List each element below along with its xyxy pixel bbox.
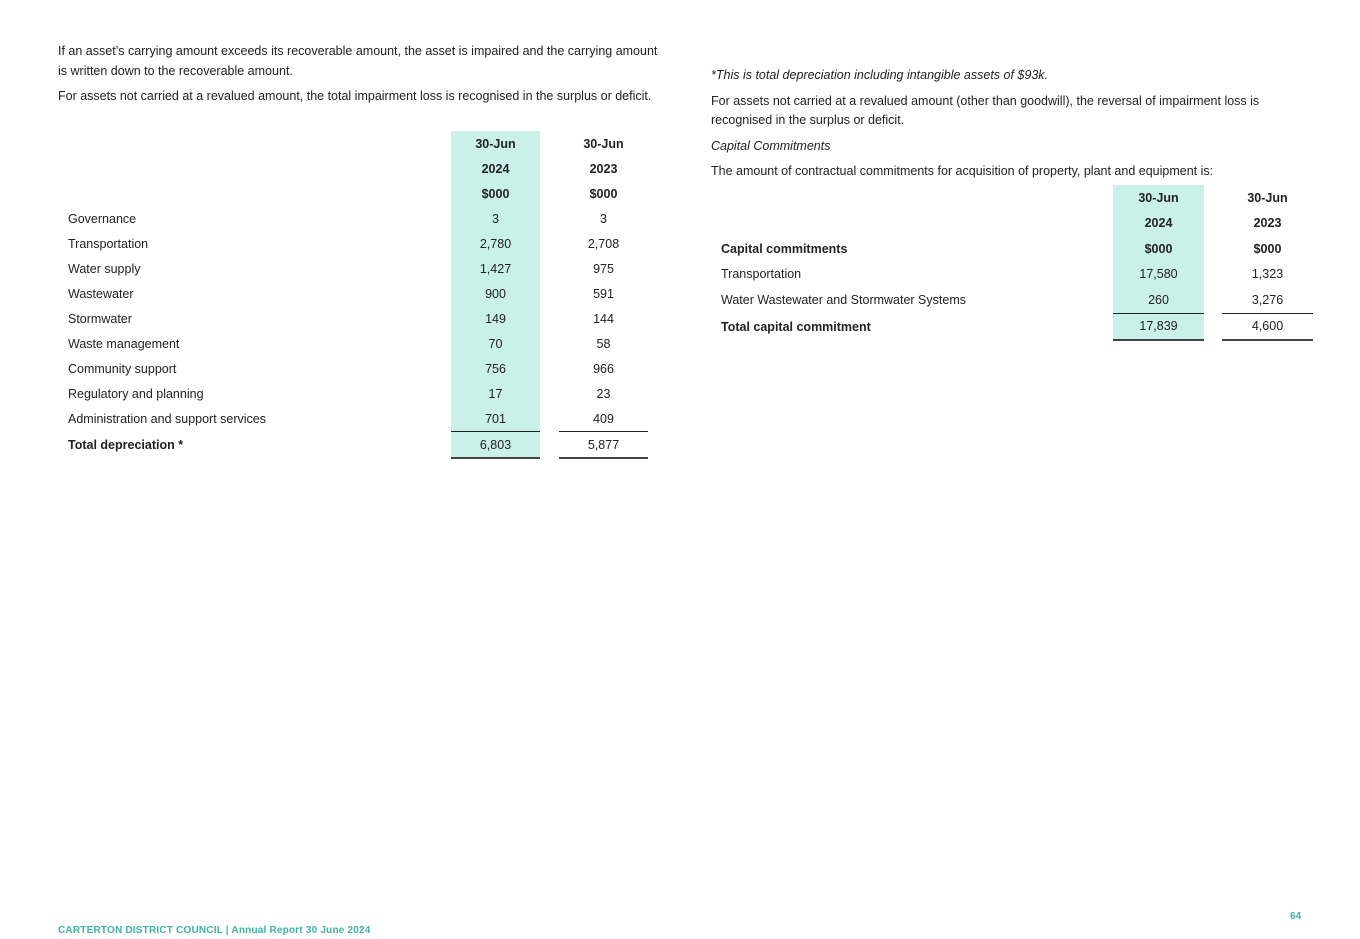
row-label: Governance xyxy=(68,211,137,226)
header-2024-date: 30-Jun xyxy=(1113,185,1204,211)
table-row: Water supply 1,427 975 xyxy=(58,256,648,281)
header-row: Capital commitments $000 $000 xyxy=(711,236,1313,262)
page-footer: CARTERTON DISTRICT COUNCIL | Annual Repo… xyxy=(58,925,371,936)
row-label: Waste management xyxy=(68,336,180,351)
capital-commitments-table: 30-Jun 30-Jun 2024 2023 Capital commitme… xyxy=(711,185,1313,341)
value-2024: 17 xyxy=(451,381,540,406)
header-row: $000 $000 xyxy=(58,181,648,206)
row-label: Stormwater xyxy=(68,311,132,326)
header-2024-year: 2024 xyxy=(451,156,540,181)
value-2023: 966 xyxy=(593,361,614,376)
impairment-paragraph: If an asset’s carrying amount exceeds it… xyxy=(58,44,658,78)
row-label: Community support xyxy=(68,361,177,376)
value-2023: 3,276 xyxy=(1251,292,1284,307)
value-2024: 900 xyxy=(451,281,540,306)
row-label: Wastewater xyxy=(68,286,134,301)
row-label: Water Wastewater and Stormwater Systems xyxy=(721,292,966,307)
commitments-intro: The amount of contractual commitments fo… xyxy=(711,164,1214,178)
table-heading: Capital commitments xyxy=(721,241,848,256)
header-row: 2024 2023 xyxy=(58,156,648,181)
header-2024-year: 2024 xyxy=(1113,210,1204,236)
value-2023: 144 xyxy=(593,311,614,326)
value-2023: 975 xyxy=(593,261,614,276)
value-2024: 17,580 xyxy=(1113,261,1204,287)
header-2024-date: 30-Jun xyxy=(451,131,540,156)
total-label: Total depreciation * xyxy=(68,438,184,452)
value-2024: 70 xyxy=(451,331,540,356)
depreciation-footnote: *This is total depreciation including in… xyxy=(711,68,1049,82)
header-2024-unit: $000 xyxy=(451,181,540,206)
table-row: Transportation 2,780 2,708 xyxy=(58,231,648,256)
value-2024: 3 xyxy=(451,206,540,231)
value-2023: 591 xyxy=(593,286,614,301)
row-label: Transportation xyxy=(721,267,802,282)
total-row: Total capital commitment 17,839 4,600 xyxy=(711,312,1313,341)
depreciation-table: 30-Jun 30-Jun 2024 2023 $000 $000 Govern… xyxy=(58,131,648,459)
value-2024: 149 xyxy=(451,306,540,331)
table-row: Wastewater 900 591 xyxy=(58,281,648,306)
section-title: Capital Commitments xyxy=(711,138,831,153)
value-2023: 1,323 xyxy=(1251,267,1284,282)
header-2024-unit: $000 xyxy=(1113,236,1204,262)
value-2023: 409 xyxy=(593,411,614,426)
value-2023: 2,708 xyxy=(587,236,620,251)
header-row: 30-Jun 30-Jun xyxy=(711,185,1313,211)
row-label: Transportation xyxy=(68,236,149,251)
row-label: Administration and support services xyxy=(68,411,267,426)
value-2023: 3 xyxy=(600,211,607,226)
right-column-text: *This is total depreciation including in… xyxy=(711,66,1321,188)
value-2024: 2,780 xyxy=(451,231,540,256)
header-2023-date: 30-Jun xyxy=(583,136,624,151)
impairment-loss-paragraph: For assets not carried at a revalued amo… xyxy=(58,89,652,103)
header-2023-unit: $000 xyxy=(1253,241,1282,256)
total-label: Total capital commitment xyxy=(721,319,871,334)
header-row: 2024 2023 xyxy=(711,210,1313,236)
left-column-text: If an asset’s carrying amount exceeds it… xyxy=(58,42,658,113)
value-2024: 1,427 xyxy=(451,256,540,281)
row-label: Regulatory and planning xyxy=(68,386,204,401)
row-label: Water supply xyxy=(68,261,141,276)
table-row: Water Wastewater and Stormwater Systems … xyxy=(711,287,1313,313)
table-row: Transportation 17,580 1,323 xyxy=(711,261,1313,287)
table-row: Stormwater 149 144 xyxy=(58,306,648,331)
page-number: 64 xyxy=(1290,911,1302,922)
table-row: Community support 756 966 xyxy=(58,356,648,381)
table-row: Waste management 70 58 xyxy=(58,331,648,356)
value-2024: 260 xyxy=(1113,287,1204,313)
reversal-paragraph: For assets not carried at a revalued amo… xyxy=(711,93,1260,128)
value-2024: 701 xyxy=(451,406,540,431)
table-row: Regulatory and planning 17 23 xyxy=(58,381,648,406)
total-2024: 6,803 xyxy=(451,431,540,459)
header-2023-unit: $000 xyxy=(589,186,618,201)
total-2023: 4,600 xyxy=(1222,312,1313,341)
total-2023: 5,877 xyxy=(559,431,648,459)
value-2023: 58 xyxy=(596,336,611,351)
value-2023: 23 xyxy=(596,386,611,401)
table-row: Administration and support services 701 … xyxy=(58,406,648,431)
header-2023-date: 30-Jun xyxy=(1247,190,1288,205)
total-2024: 17,839 xyxy=(1113,312,1204,341)
value-2024: 756 xyxy=(451,356,540,381)
header-2023-year: 2023 xyxy=(589,161,618,176)
table-row: Governance 3 3 xyxy=(58,206,648,231)
total-row: Total depreciation * 6,803 5,877 xyxy=(58,431,648,459)
header-row: 30-Jun 30-Jun xyxy=(58,131,648,156)
header-2023-year: 2023 xyxy=(1253,216,1282,231)
